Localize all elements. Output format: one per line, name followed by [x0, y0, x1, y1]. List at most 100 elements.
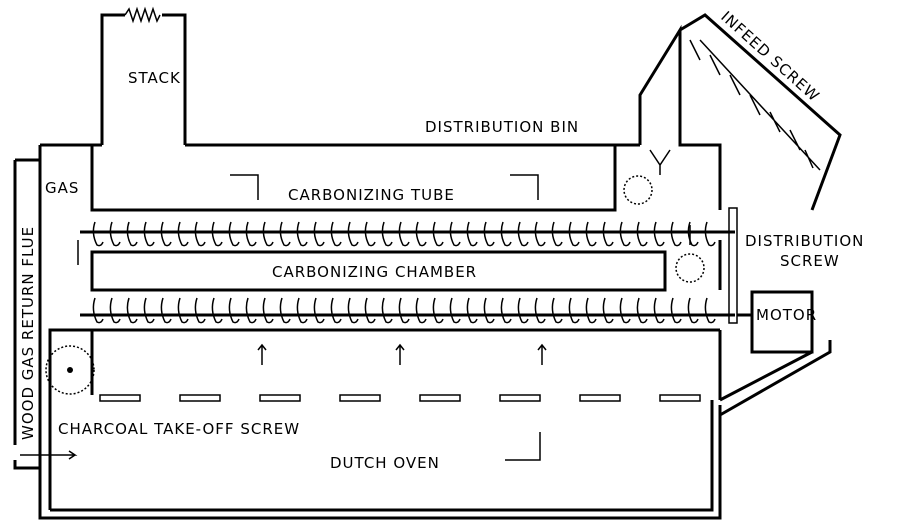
screw-flight — [687, 221, 699, 247]
screw-flight — [398, 221, 410, 247]
carbonizing-chamber — [90, 250, 667, 292]
screw-flight — [517, 221, 529, 247]
grate-bar — [659, 394, 701, 402]
screw-flight — [177, 297, 189, 324]
screw-flight — [568, 221, 580, 247]
screw-flight — [704, 297, 716, 324]
screw-flight — [415, 297, 427, 324]
screw-flight — [262, 221, 274, 247]
grate — [99, 394, 701, 402]
screw-flight — [398, 297, 410, 324]
screw-flight — [279, 221, 291, 247]
stack-label: STACK — [128, 69, 181, 87]
charcoal-take-off-screw-label: CHARCOAL TAKE-OFF SCREW — [58, 420, 300, 438]
lower-box — [90, 328, 720, 395]
screw-flight — [364, 221, 376, 247]
screw-flight — [364, 297, 376, 324]
gas-inlet-arrow — [20, 450, 78, 460]
screw-flight — [313, 297, 325, 324]
distribution-roller-icon — [675, 253, 705, 283]
grate-bar — [499, 394, 541, 402]
screw-flight — [109, 297, 121, 324]
motor-box — [750, 290, 814, 354]
screw-flight — [126, 221, 138, 247]
screw-flight — [534, 221, 546, 247]
grate-bar — [179, 394, 221, 402]
screw-flight — [211, 297, 223, 324]
distribution-screw — [728, 207, 738, 324]
screw-flight — [432, 297, 444, 324]
carbonizing-tube-label: CARBONIZING TUBE — [288, 186, 455, 204]
screw-flight — [245, 221, 257, 247]
screw-flight — [381, 221, 393, 247]
carbonizing-chamber-label: CARBONIZING CHAMBER — [272, 263, 477, 281]
screw-flight — [500, 297, 512, 324]
screw-flight — [602, 297, 614, 324]
screw-flight — [466, 221, 478, 247]
screw-flight — [92, 221, 104, 247]
screw-flight — [381, 297, 393, 324]
screw-flight — [432, 221, 444, 247]
screw-flight — [602, 221, 614, 247]
screw-flight — [296, 221, 308, 247]
charcoal-take-off-screw-icon — [45, 345, 95, 395]
bin-roller-icon — [623, 175, 653, 205]
screw-flight — [143, 221, 155, 247]
infeed-screw — [679, 13, 842, 211]
grate-bar — [339, 394, 381, 402]
screw-flight — [330, 297, 342, 324]
charcoal-screw-axle — [67, 367, 73, 373]
screw-flight — [619, 221, 631, 247]
screw-flight — [551, 297, 563, 324]
screw-flight — [330, 221, 342, 247]
infeed-screw-label: INFEED SCREW — [717, 8, 823, 106]
screw-flight — [245, 297, 257, 324]
screw-flight — [160, 221, 172, 247]
screw-flight — [109, 221, 121, 247]
gas-label: GAS — [45, 179, 79, 197]
screw-flight — [704, 221, 716, 247]
grate-bar — [259, 394, 301, 402]
carbonizing-tube-wall — [90, 145, 617, 212]
screw-flight — [636, 221, 648, 247]
grate-bar — [419, 394, 461, 402]
screw-flight — [177, 221, 189, 247]
screw-flight — [585, 297, 597, 324]
screw-flight — [347, 297, 359, 324]
carbonizing-screws — [92, 221, 716, 324]
screw-flight — [313, 221, 325, 247]
screw-flight — [126, 297, 138, 324]
screw-flight — [449, 221, 461, 247]
screw-flight — [687, 297, 699, 324]
screw-flight — [228, 297, 240, 324]
screw-flight — [500, 221, 512, 247]
wood-gas-return-flue — [13, 158, 40, 470]
screw-flight — [670, 297, 682, 324]
screw-flight — [636, 297, 648, 324]
screw-flight — [483, 297, 495, 324]
wood-gas-return-flue-label: WOOD GAS RETURN FLUE — [19, 226, 37, 440]
stack — [100, 6, 187, 145]
screw-flight — [653, 221, 665, 247]
distribution-bin — [649, 149, 671, 175]
screw-flight — [194, 297, 206, 324]
screw-flight — [585, 221, 597, 247]
screw-flight — [619, 297, 631, 324]
dutch-oven-label: DUTCH OVEN — [330, 454, 440, 472]
screw-flight — [466, 297, 478, 324]
screw-flight — [92, 297, 104, 324]
distribution-bin-label: DISTRIBUTION BIN — [425, 118, 579, 136]
distribution-screw-label-2: SCREW — [780, 252, 840, 270]
screw-flight — [415, 221, 427, 247]
grate-bar — [579, 394, 621, 402]
screw-flight — [449, 297, 461, 324]
distribution-screw-label-1: DISTRIBUTION — [745, 232, 864, 250]
screw-flight — [534, 297, 546, 324]
grate-bar — [99, 394, 141, 402]
screw-flight — [517, 297, 529, 324]
screw-flight — [347, 221, 359, 247]
screw-flight — [228, 221, 240, 247]
screw-flight — [194, 221, 206, 247]
screw-flight — [653, 297, 665, 324]
